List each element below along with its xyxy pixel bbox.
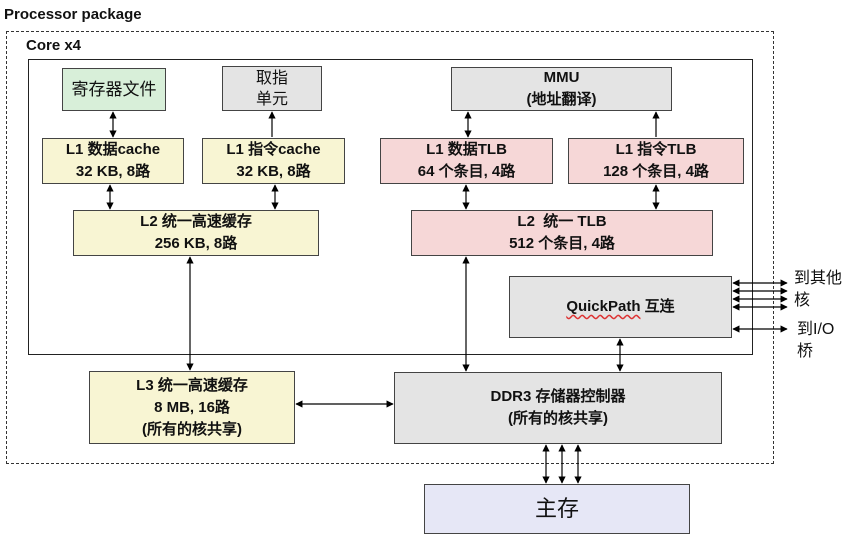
l1-instruction-tlb-title: L1 指令TLB — [615, 141, 697, 158]
l3-cache-spec: 8 MB, 16路 — [154, 398, 230, 416]
l1-data-cache-spec: 32 KB, 8路 — [75, 163, 151, 180]
fetch-unit-box: 取指 单元 — [222, 66, 322, 111]
l1-instruction-tlb-spec: 128 个条目, 4路 — [603, 163, 709, 180]
processor-package — [6, 31, 774, 464]
l2-tlb-box: L2 统一 TLB 512 个条目, 4路 — [411, 210, 713, 256]
main-memory-label: 主存 — [534, 496, 579, 521]
l2-tlb-spec: 512 个条目, 4路 — [509, 235, 615, 252]
to-io-bridge-label: 到I/O 桥 — [797, 319, 834, 363]
ddr3-controller-title: DDR3 存储器控制器 — [490, 388, 626, 405]
l2-cache-title: L2 统一高速缓存 — [140, 213, 252, 230]
l1-data-cache-box: L1 数据cache 32 KB, 8路 — [42, 138, 184, 184]
l2-cache-box: L2 统一高速缓存 256 KB, 8路 — [73, 210, 319, 256]
quickpath-word: QuickPath — [566, 298, 641, 315]
to-other-cores-line2: 核 — [794, 292, 811, 309]
l3-cache-title: L3 统一高速缓存 — [136, 376, 248, 394]
l2-tlb-title: L2 统一 TLB — [517, 213, 607, 230]
ddr3-controller-box: DDR3 存储器控制器 (所有的核共享) — [394, 372, 722, 444]
l1-instruction-cache-title: L1 指令cache — [226, 141, 321, 158]
l1-instruction-cache-box: L1 指令cache 32 KB, 8路 — [202, 138, 345, 184]
l1-data-tlb-box: L1 数据TLB 64 个条目, 4路 — [380, 138, 553, 184]
quickpath-rest: 互连 — [640, 298, 675, 315]
quickpath-box: QuickPath 互连 — [509, 276, 732, 338]
mmu-title: MMU — [543, 69, 580, 86]
to-io-bridge-line1: 到I/O — [797, 321, 835, 338]
l1-data-tlb-title: L1 数据TLB — [426, 141, 507, 158]
to-other-cores-line1: 到其他 — [794, 270, 843, 287]
l1-data-cache-title: L1 数据cache — [65, 141, 161, 158]
core-box — [28, 59, 753, 355]
package-label: Processor package — [4, 6, 142, 23]
l3-cache-shared: (所有的核共享) — [142, 420, 242, 438]
mmu-subtitle: (地址翻译) — [526, 91, 597, 108]
to-other-cores-label: 到其他 核 — [794, 268, 842, 312]
register-file-label: 寄存器文件 — [71, 79, 157, 99]
to-io-bridge-line2: 桥 — [797, 343, 814, 360]
l2-cache-spec: 256 KB, 8路 — [154, 235, 238, 252]
mmu-box: MMU (地址翻译) — [451, 67, 672, 111]
l1-data-tlb-spec: 64 个条目, 4路 — [417, 163, 516, 180]
fetch-unit-line2: 单元 — [255, 90, 288, 108]
register-file-box: 寄存器文件 — [62, 68, 166, 111]
l1-instruction-cache-spec: 32 KB, 8路 — [236, 163, 311, 180]
fetch-unit-line1: 取指 — [255, 69, 288, 87]
core-label: Core x4 — [26, 37, 82, 54]
l1-instruction-tlb-box: L1 指令TLB 128 个条目, 4路 — [568, 138, 744, 184]
ddr3-controller-shared: (所有的核共享) — [508, 410, 608, 427]
l3-cache-box: L3 统一高速缓存 8 MB, 16路 (所有的核共享) — [89, 371, 295, 444]
